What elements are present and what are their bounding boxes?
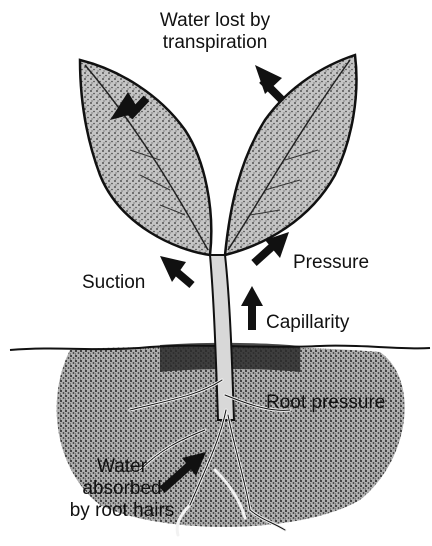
right-leaf — [225, 55, 356, 255]
label-water-absorbed-line1: Water — [52, 456, 192, 478]
label-root-pressure: Root pressure — [266, 392, 385, 414]
label-water-lost: Water lost by transpiration — [130, 10, 300, 54]
label-suction: Suction — [82, 272, 145, 294]
arrow-transpiration-right — [255, 65, 282, 100]
label-water-lost-line1: Water lost by — [130, 10, 300, 32]
arrow-capillarity — [241, 286, 263, 330]
label-capillarity: Capillarity — [266, 312, 349, 334]
label-water-lost-line2: transpiration — [130, 32, 300, 54]
arrow-suction — [160, 256, 192, 285]
label-water-absorbed: Water absorbed by root hairs — [52, 456, 192, 522]
label-water-absorbed-line3: by root hairs — [52, 500, 192, 522]
label-pressure: Pressure — [293, 252, 369, 274]
label-water-absorbed-line2: absorbed — [52, 478, 192, 500]
left-leaf — [80, 60, 211, 255]
